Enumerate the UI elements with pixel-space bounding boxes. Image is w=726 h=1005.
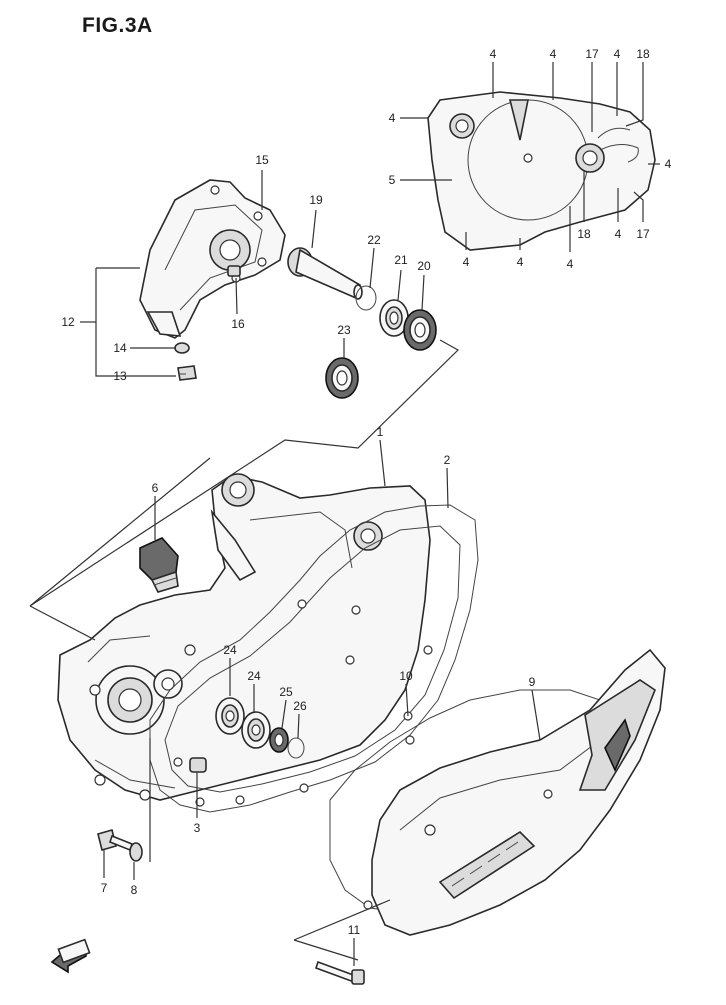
- right-crankcase-cover: [427, 91, 656, 251]
- callout-20: 20: [417, 259, 431, 273]
- callout-13: 13: [113, 369, 127, 383]
- bearing-24a: [215, 697, 245, 735]
- callout-4: 4: [567, 257, 574, 271]
- callout-23: 23: [337, 323, 351, 337]
- callout-2: 2: [444, 453, 451, 467]
- callout-4: 4: [517, 255, 524, 269]
- circlip-26: [287, 737, 305, 759]
- callout-3: 3: [194, 821, 201, 835]
- oil-filler-cap: [139, 537, 179, 593]
- water-pump-housing: [139, 179, 286, 339]
- callout-5: 5: [389, 173, 396, 187]
- callout-14: 14: [113, 341, 127, 355]
- clutch-cover: [363, 648, 666, 936]
- callout-15: 15: [255, 153, 269, 167]
- assembly-guide-lines: [29, 267, 459, 961]
- bearing-21: [379, 299, 409, 337]
- callout-7: 7: [101, 881, 108, 895]
- callout-16: 16: [231, 317, 245, 331]
- front-direction-arrow-icon: [50, 938, 91, 974]
- callout-12: 12: [61, 315, 75, 329]
- bolt-11: [314, 960, 365, 985]
- callout-22: 22: [367, 233, 381, 247]
- crankcase: [57, 473, 431, 801]
- callout-4: 4: [463, 255, 470, 269]
- suzuki-logo: [438, 830, 536, 900]
- leader-lines: [103, 62, 660, 966]
- impeller-shaft: [287, 247, 363, 300]
- callout-9: 9: [529, 675, 536, 689]
- callout-17: 17: [585, 47, 599, 61]
- callout-4: 4: [615, 227, 622, 241]
- screw-13: [177, 365, 197, 381]
- callout-4: 4: [614, 47, 621, 61]
- callout-labels: 4 4 17 4 18 4 4 5 18 4 17 4 4 4 15 19 22…: [61, 47, 671, 937]
- callout-4: 4: [550, 47, 557, 61]
- callout-24: 24: [223, 643, 237, 657]
- oil-seal-25: [269, 727, 289, 753]
- callout-21: 21: [394, 253, 408, 267]
- callout-10: 10: [399, 669, 413, 683]
- callout-25: 25: [279, 685, 293, 699]
- screw-14: [174, 342, 190, 354]
- oil-seal-20: [403, 309, 437, 351]
- dowel-pin-16: [227, 265, 241, 277]
- callout-26: 26: [293, 699, 307, 713]
- callout-1: 1: [377, 425, 384, 439]
- callout-17: 17: [636, 227, 650, 241]
- bearing-24b: [241, 711, 271, 749]
- callout-18: 18: [577, 227, 591, 241]
- callout-8: 8: [131, 883, 138, 897]
- callout-11: 11: [348, 923, 361, 937]
- dowel-pin-3: [189, 757, 207, 773]
- figure-title: FIG.3A: [82, 14, 153, 37]
- callout-19: 19: [309, 193, 323, 207]
- callout-6: 6: [152, 481, 159, 495]
- circlip-22: [355, 285, 377, 311]
- callout-4: 4: [490, 47, 497, 61]
- callout-4: 4: [389, 111, 396, 125]
- callout-18: 18: [636, 47, 650, 61]
- bolt-7: [97, 829, 133, 852]
- callout-24: 24: [247, 669, 261, 683]
- callout-4: 4: [665, 157, 672, 171]
- washer-8: [129, 842, 143, 862]
- oil-seal-23: [325, 357, 359, 399]
